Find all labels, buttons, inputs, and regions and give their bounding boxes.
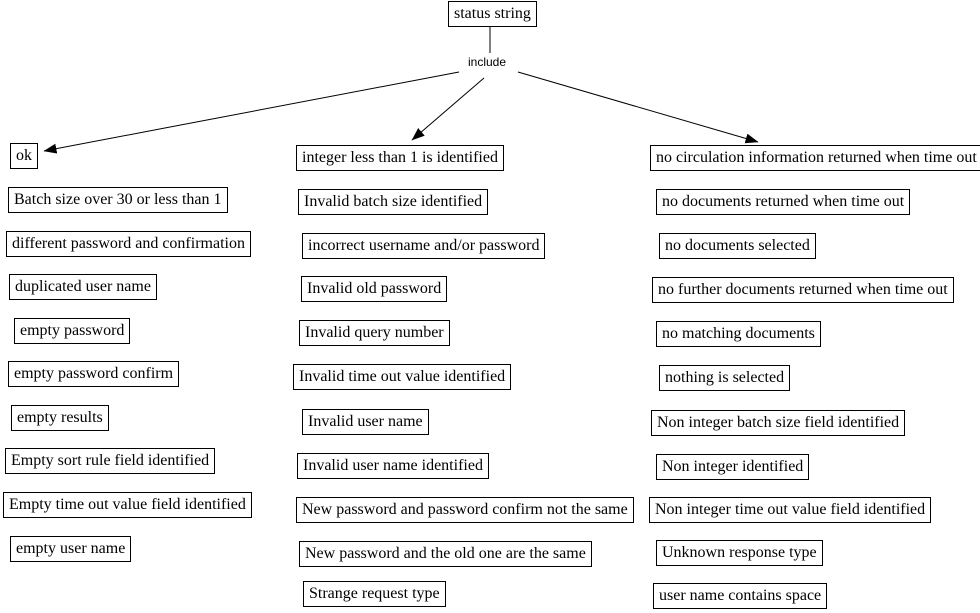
status-node-box: Invalid time out value identified bbox=[293, 364, 512, 390]
status-node-box: Invalid user name identified bbox=[297, 453, 489, 479]
status-node-box: nothing is selected bbox=[659, 365, 791, 391]
status-node-box: incorrect username and/or password bbox=[302, 233, 546, 259]
status-node-box: empty results bbox=[11, 405, 109, 431]
status-node-box: no documents selected bbox=[659, 233, 816, 259]
status-node-box: New password and password confirm not th… bbox=[296, 497, 634, 523]
status-node-box: Empty sort rule field identified bbox=[5, 448, 216, 474]
status-node-box: Invalid query number bbox=[299, 320, 450, 346]
edge-label: include bbox=[468, 55, 507, 69]
status-node-box: Empty time out value field identified bbox=[3, 492, 252, 518]
status-node-box: Invalid batch size identified bbox=[298, 189, 489, 215]
arrow-to-right-column bbox=[517, 71, 759, 144]
arrow-to-left-column bbox=[43, 71, 460, 154]
status-node-box: ok bbox=[10, 143, 38, 169]
root-node: status string bbox=[448, 1, 537, 27]
status-node-box: no further documents returned when time … bbox=[652, 277, 954, 303]
status-node-box: Non integer identified bbox=[656, 454, 810, 480]
status-node-box: Unknown response type bbox=[656, 540, 823, 566]
status-node-box: empty password bbox=[14, 318, 131, 344]
status-node-box: empty password confirm bbox=[8, 361, 180, 387]
status-node-box: duplicated user name bbox=[9, 274, 157, 300]
arrow-to-middle-column bbox=[411, 77, 485, 141]
status-node-box: Non integer time out value field identif… bbox=[649, 497, 932, 523]
status-node-box: Batch size over 30 or less than 1 bbox=[8, 187, 228, 213]
status-node-box: empty user name bbox=[10, 536, 132, 562]
status-node-box: no matching documents bbox=[656, 321, 821, 347]
status-node-box: Non integer batch size field identified bbox=[651, 410, 906, 436]
status-node-box: different password and confirmation bbox=[6, 231, 251, 257]
status-node-box: New password and the old one are the sam… bbox=[299, 541, 592, 567]
status-node-box: Strange request type bbox=[303, 581, 446, 607]
status-node-box: integer less than 1 is identified bbox=[296, 145, 504, 171]
status-node-box: no circulation information returned when… bbox=[650, 145, 980, 171]
status-node-box: user name contains space bbox=[653, 583, 828, 609]
status-node-box: Invalid user name bbox=[302, 409, 429, 435]
status-node-box: no documents returned when time out bbox=[656, 189, 911, 215]
status-node-box: Invalid old password bbox=[301, 276, 448, 302]
